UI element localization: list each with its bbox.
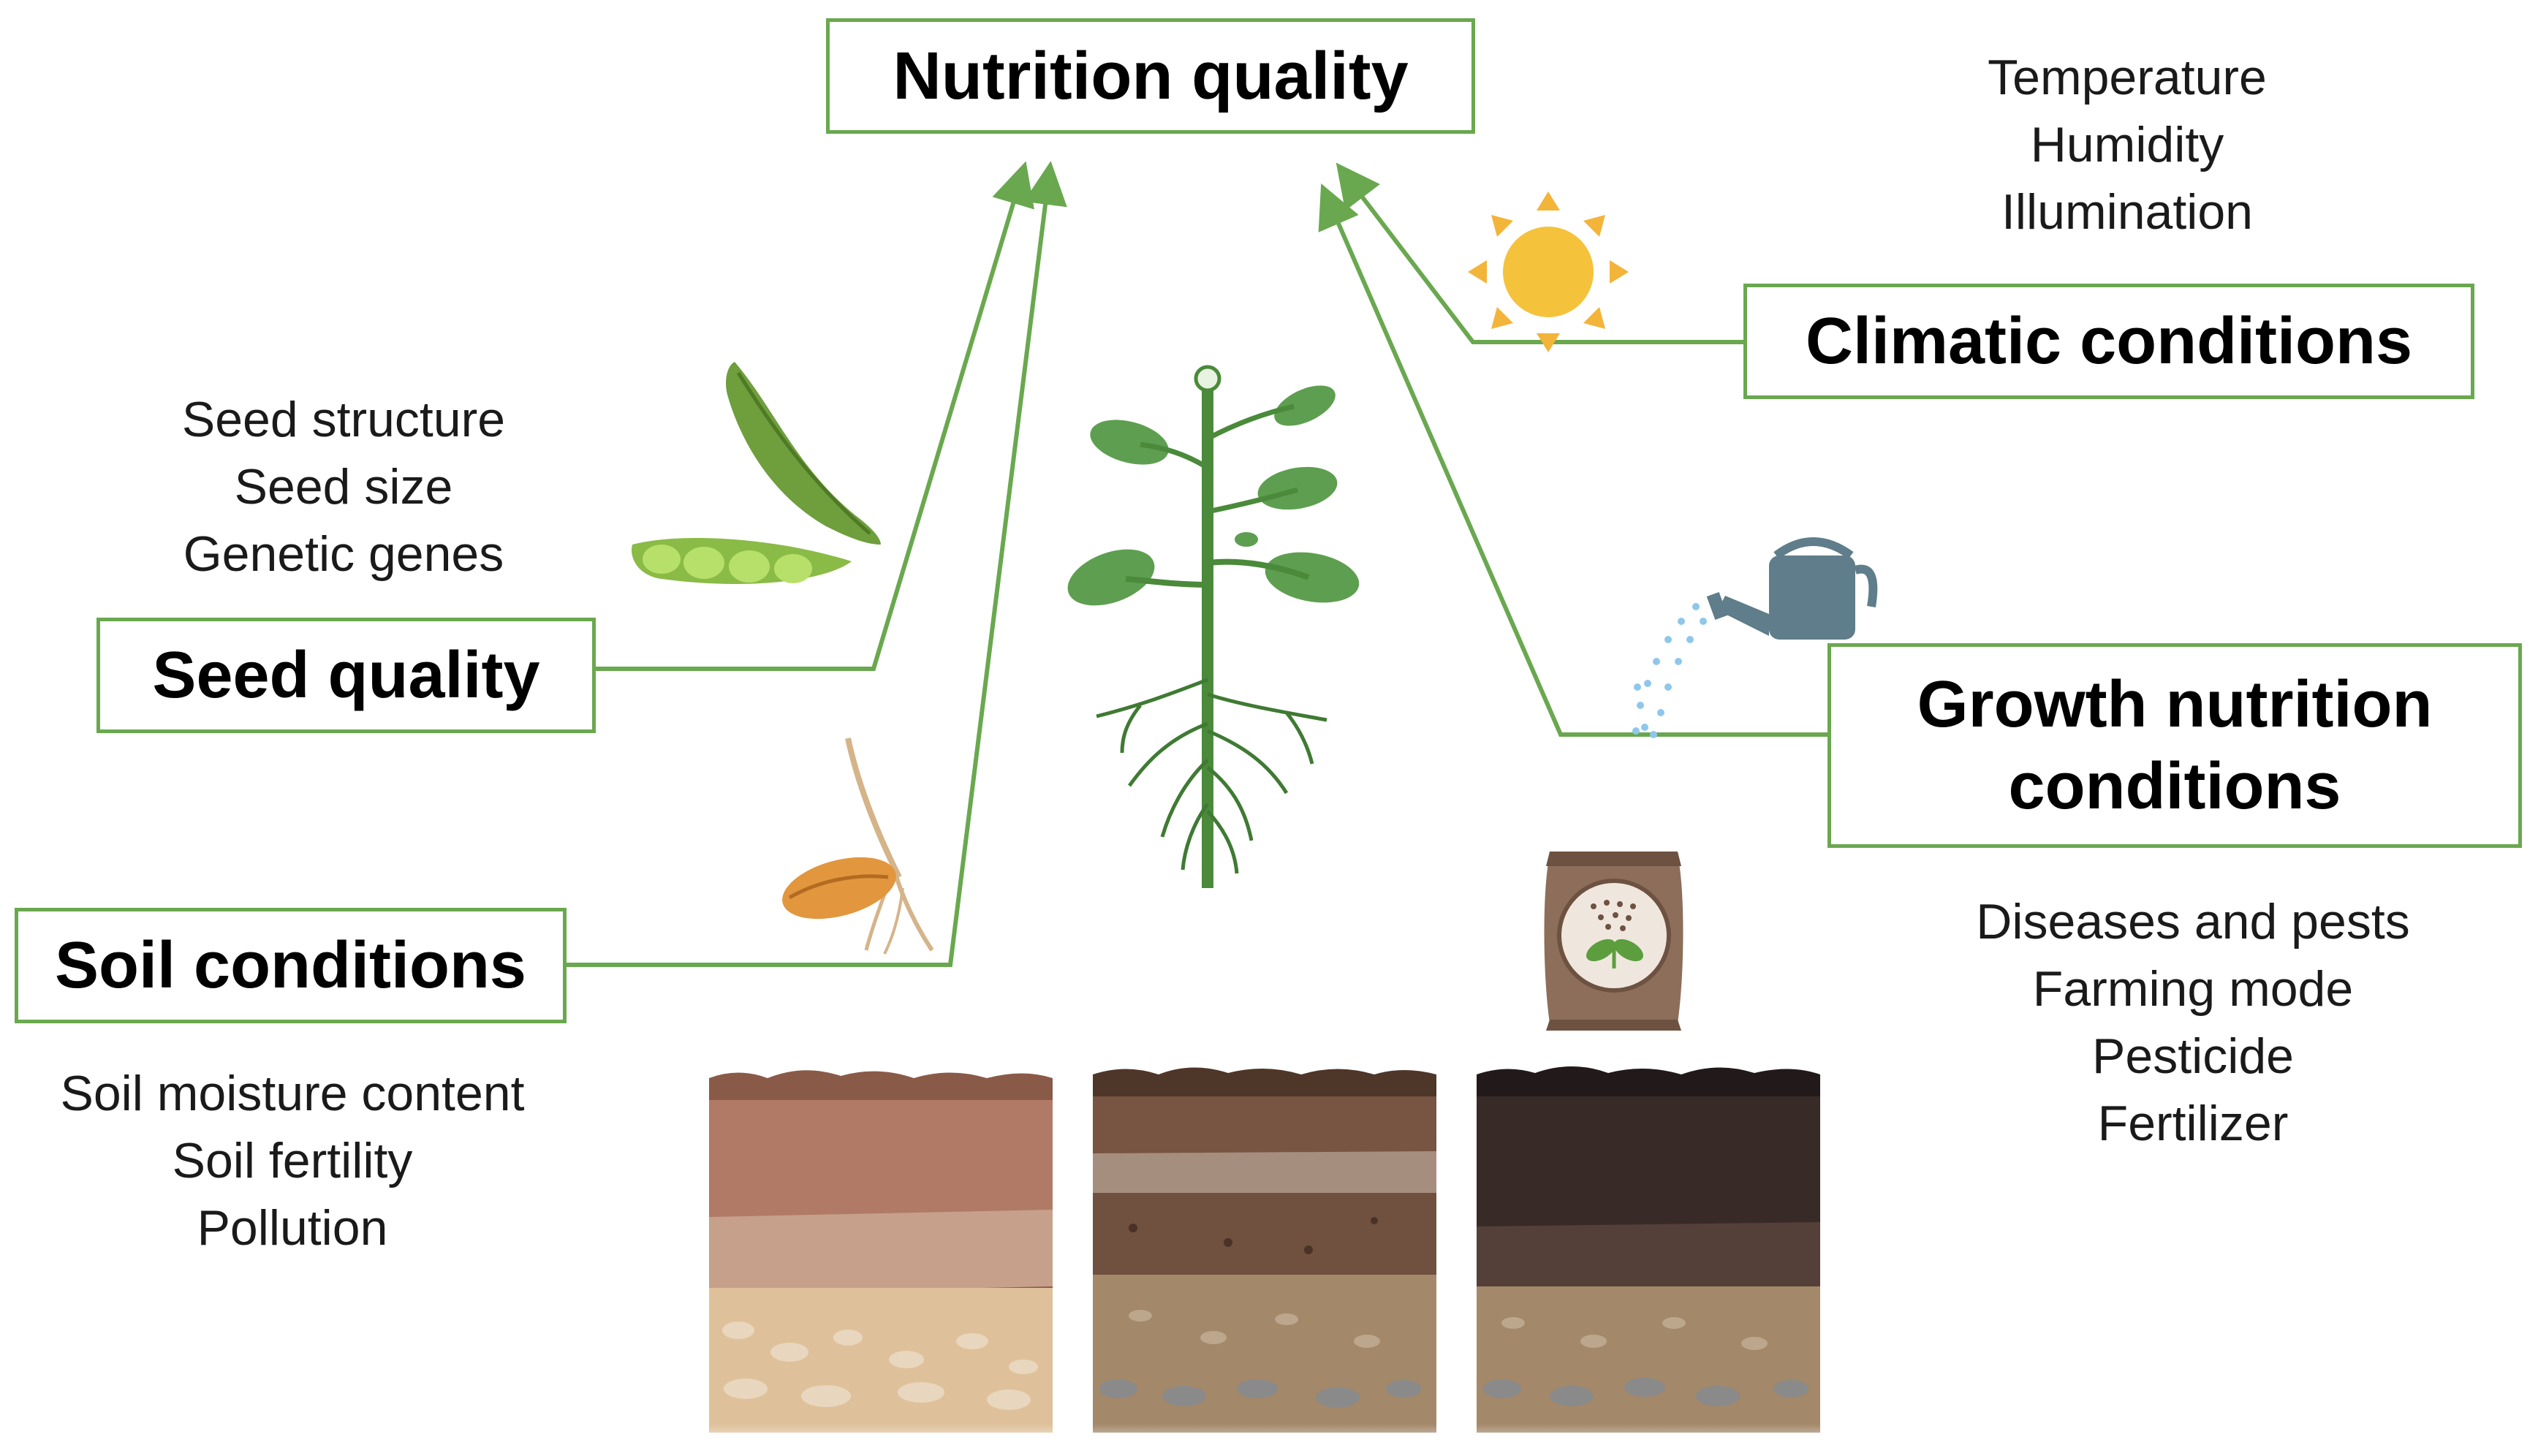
- growth-factor: Fertilizer: [2097, 1096, 2289, 1151]
- connector-climatic-arrow: [1336, 162, 1747, 344]
- climatic-factor: Temperature: [1988, 50, 2267, 105]
- climatic-factor: Illumination: [2001, 184, 2253, 240]
- growth-factor: Farming mode: [2032, 961, 2354, 1017]
- climatic-factor: Humidity: [2030, 117, 2224, 172]
- sprouting-seed-icon: [782, 738, 934, 955]
- connector-soil-arrow: [564, 161, 1067, 967]
- growth-nutrition-box: Growth nutrition conditions: [1827, 643, 2522, 848]
- connector-seed-arrow: [592, 161, 1034, 671]
- climatic-conditions-label: Climatic conditions: [1805, 304, 2413, 378]
- nutrition-quality-label: Nutrition quality: [893, 38, 1409, 113]
- soil-conditions-label: Soil conditions: [55, 928, 526, 1002]
- soil-factor: Soil moisture content: [60, 1066, 525, 1121]
- soil-factor: Pollution: [197, 1200, 388, 1256]
- nutrition-quality-box: Nutrition quality: [826, 18, 1475, 134]
- growth-factors-list: Diseases and pests Farming mode Pesticid…: [1937, 888, 2449, 1157]
- fertilizer-bag-icon: [1544, 852, 1683, 1031]
- soil-factor: Soil fertility: [172, 1133, 413, 1188]
- soil-factors-list: Soil moisture content Soil fertility Pol…: [22, 1060, 563, 1262]
- seed-quality-label: Seed quality: [152, 638, 540, 712]
- plant-icon: [1067, 365, 1360, 888]
- growth-nutrition-label-line2: conditions: [2008, 750, 2341, 823]
- growth-factor: Diseases and pests: [1976, 894, 2410, 949]
- growth-nutrition-label-line1: Growth nutrition: [1917, 667, 2433, 741]
- sun-icon: [1468, 192, 1629, 352]
- watering-can-icon: [1632, 537, 1878, 738]
- climatic-conditions-box: Climatic conditions: [1743, 284, 2474, 399]
- seed-quality-box: Seed quality: [96, 618, 596, 733]
- growth-factor: Pesticide: [2092, 1028, 2294, 1084]
- connector-growth-arrow: [1318, 183, 1831, 737]
- seed-factor: Genetic genes: [183, 526, 504, 582]
- pea-pod-icon: [632, 362, 881, 584]
- seed-factor: Seed structure: [181, 392, 506, 447]
- soil-conditions-box: Soil conditions: [15, 908, 567, 1023]
- seed-factor: Seed size: [234, 459, 453, 515]
- climatic-factors-list: Temperature Humidity Illumination: [1871, 44, 2383, 246]
- soil-layers: [702, 1066, 1827, 1456]
- seed-factors-list: Seed structure Seed size Genetic genes: [88, 386, 599, 588]
